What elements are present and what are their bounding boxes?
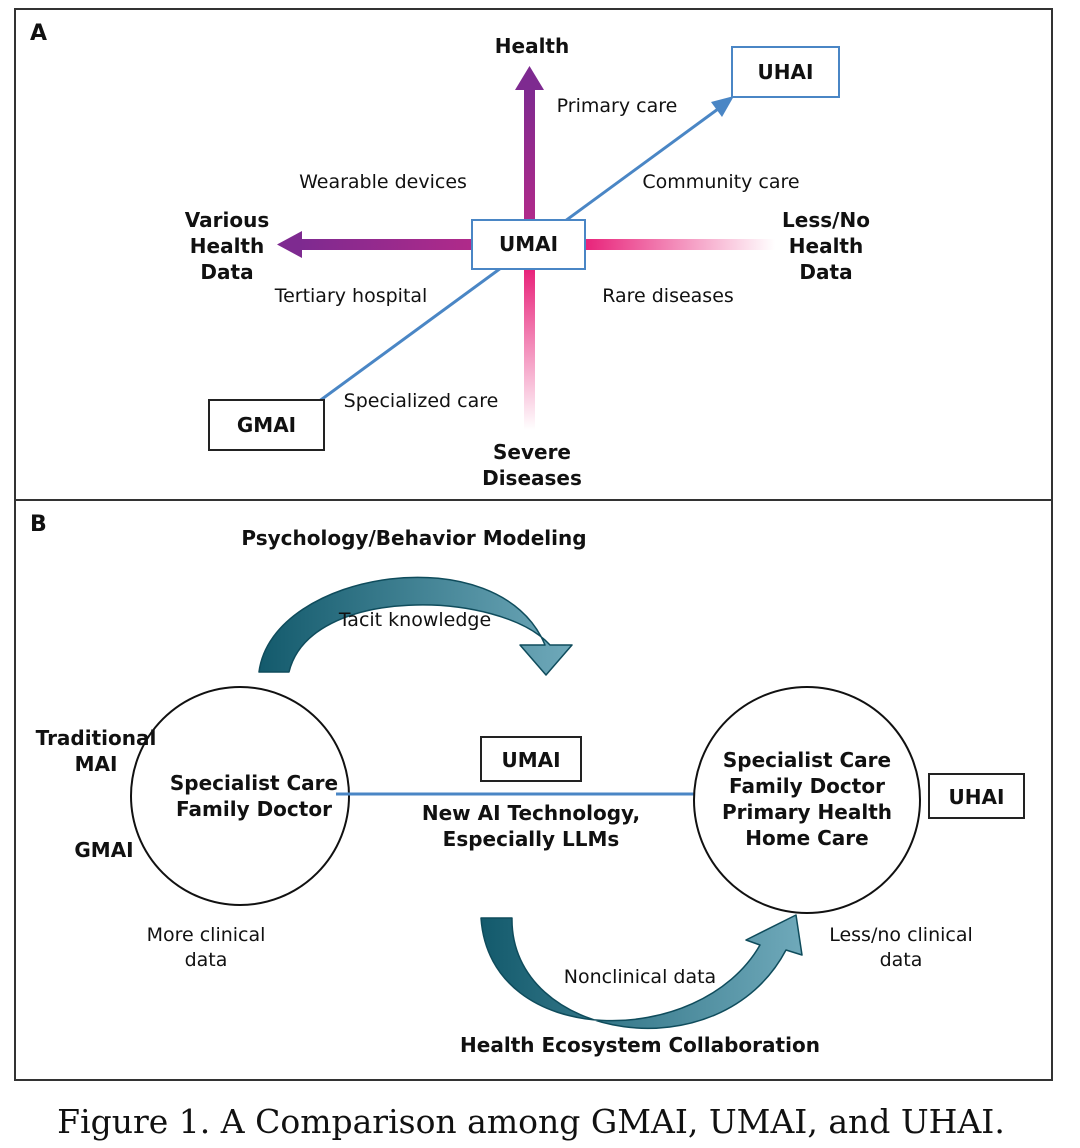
panel-a: A UMAI UHAI GMAI Health Various Health D… xyxy=(14,8,1053,501)
axis-bottom-label-2: Diseases xyxy=(482,466,582,490)
right-circle-line-3: Primary Health xyxy=(722,800,892,824)
label-tertiary-hospital: Tertiary hospital xyxy=(274,285,428,307)
axis-left-bar xyxy=(300,239,472,250)
diagonal-arrowhead xyxy=(711,96,734,117)
traditional-mai-line-1: Traditional xyxy=(36,726,157,750)
left-circle-line-1: Specialist Care xyxy=(170,771,338,795)
right-circle-line-1: Specialist Care xyxy=(723,748,891,772)
right-circle xyxy=(693,686,921,914)
umai-center-box xyxy=(471,219,586,270)
gmai-box xyxy=(208,399,325,451)
axis-right-label-1: Less/No xyxy=(782,208,870,232)
panel-b-border xyxy=(14,499,1053,1081)
right-below-line-1: Less/no clinical xyxy=(829,924,973,946)
axis-left-arrowhead xyxy=(277,231,302,258)
panel-b: B Psychology/Behavior Modeling Tacit kno… xyxy=(14,499,1053,1081)
axis-down-bar xyxy=(524,270,535,430)
traditional-mai-line-2: MAI xyxy=(75,752,118,776)
umai-box-b xyxy=(480,736,582,782)
axis-bottom-label-1: Severe xyxy=(493,440,571,464)
left-circle xyxy=(130,686,350,906)
figure-caption: Figure 1. A Comparison among GMAI, UMAI,… xyxy=(57,1102,1005,1141)
axis-left-label-2: Health xyxy=(190,234,264,258)
axis-top-label: Health xyxy=(495,34,569,58)
uhai-box-b xyxy=(928,773,1025,819)
bottom-heading: Health Ecosystem Collaboration xyxy=(460,1033,820,1057)
uhai-box-label: UHAI xyxy=(758,60,814,84)
label-community-care: Community care xyxy=(642,171,799,193)
right-below-line-2: data xyxy=(880,949,923,971)
left-below-line-1: More clinical xyxy=(147,924,266,946)
label-specialized-care: Specialized care xyxy=(344,390,499,412)
umai-box-b-label: UMAI xyxy=(501,748,560,772)
left-circle-line-2: Family Doctor xyxy=(176,797,332,821)
bottom-curved-arrow xyxy=(480,914,803,1029)
top-arc-label: Tacit knowledge xyxy=(338,609,491,631)
axis-up-arrowhead xyxy=(515,66,544,90)
top-heading: Psychology/Behavior Modeling xyxy=(241,526,586,550)
umai-center-label: UMAI xyxy=(499,232,558,256)
top-curved-arrow xyxy=(258,576,573,676)
uhai-box-b-label: UHAI xyxy=(949,785,1005,809)
center-caption-line-1: New AI Technology, xyxy=(422,801,640,825)
right-circle-line-2: Family Doctor xyxy=(729,774,885,798)
left-below-line-2: data xyxy=(185,949,228,971)
center-caption-line-2: Especially LLMs xyxy=(443,827,620,851)
axis-right-label-3: Data xyxy=(799,260,852,284)
label-primary-care: Primary care xyxy=(557,95,678,117)
panel-a-letter: A xyxy=(30,21,47,46)
uhai-box xyxy=(731,46,840,98)
axis-left-label-3: Data xyxy=(200,260,253,284)
label-rare-diseases: Rare diseases xyxy=(602,285,734,307)
axis-right-label-2: Health xyxy=(789,234,863,258)
label-wearable-devices: Wearable devices xyxy=(299,171,467,193)
bottom-arc-label: Nonclinical data xyxy=(564,966,716,988)
right-circle-line-4: Home Care xyxy=(745,826,868,850)
gmai-box-label: GMAI xyxy=(237,413,296,437)
axis-up-bar xyxy=(524,88,535,220)
axis-left-label-1: Various xyxy=(185,208,269,232)
left-gmai-label: GMAI xyxy=(74,838,133,862)
axis-right-bar xyxy=(585,239,775,250)
panel-b-letter: B xyxy=(30,512,47,537)
